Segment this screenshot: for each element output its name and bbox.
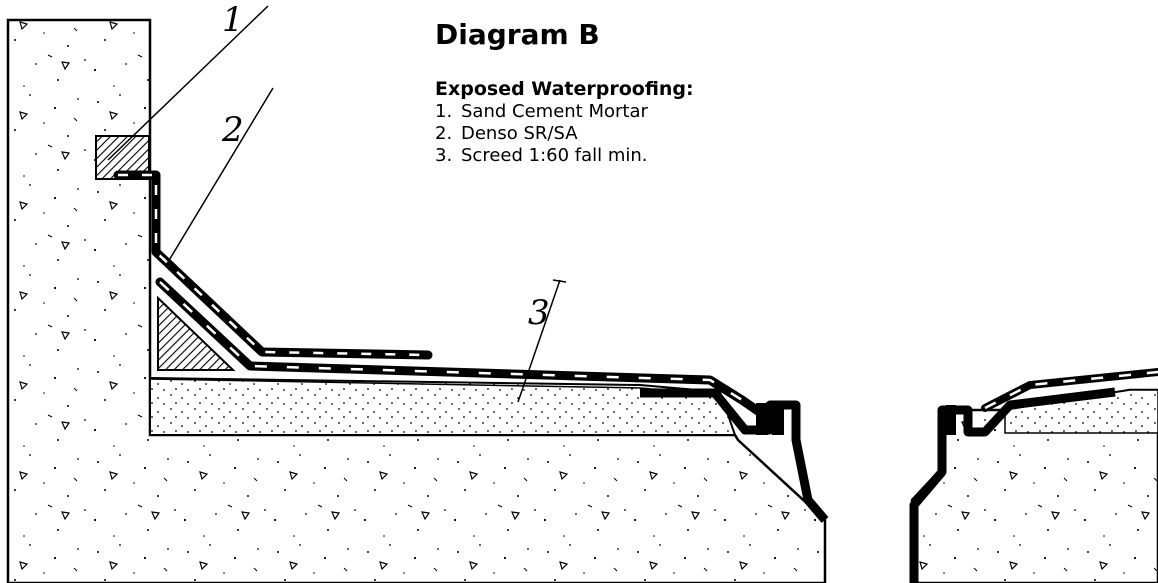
gutter-block-left [756, 403, 768, 435]
denso-membrane-right [981, 368, 1158, 412]
legend-heading: Exposed Waterproofing: [435, 78, 694, 100]
callout-3: 3 [528, 293, 550, 333]
denso-membrane-outer-dashes [118, 173, 429, 357]
callout-1: 1 [222, 0, 244, 40]
screed-layer [149, 376, 737, 436]
legend-item-text: Screed 1:60 fall min. [461, 145, 648, 166]
legend-item-text: Denso SR/SA [461, 123, 578, 144]
gutter-block-right [946, 405, 956, 435]
gutter-channel-right [909, 387, 1116, 583]
leader-line-3 [517, 279, 561, 403]
legend-item: 3. Screed 1:60 fall min. [435, 145, 648, 167]
legend-item-number: 1. [435, 101, 453, 122]
leader-tick-3 [552, 279, 567, 283]
callout-2: 2 [222, 110, 244, 150]
legend-item-number: 3. [435, 145, 453, 166]
legend-item: 2. Denso SR/SA [435, 123, 648, 145]
leader-line-1 [107, 5, 269, 161]
triangular-fillet [157, 295, 236, 371]
diagram-title: Diagram B [435, 18, 600, 51]
denso-membrane-lower-dashes [159, 281, 779, 427]
concrete-structure-main [6, 18, 827, 583]
legend-list: 1. Sand Cement Mortar 2. Denso SR/SA 3. … [435, 101, 648, 167]
leader-line-2 [167, 87, 274, 263]
gutter-block-left-2 [772, 403, 784, 435]
gutter-channel-left [640, 388, 829, 523]
legend-item: 1. Sand Cement Mortar [435, 101, 648, 123]
legend-item-text: Sand Cement Mortar [461, 101, 648, 122]
legend-item-number: 2. [435, 123, 453, 144]
